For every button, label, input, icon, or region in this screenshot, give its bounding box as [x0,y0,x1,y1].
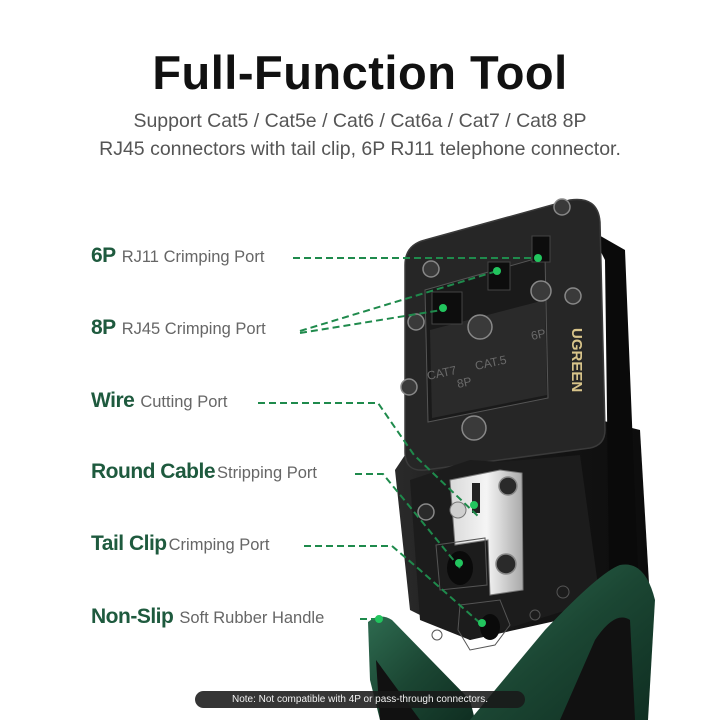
callout-key: Wire [91,389,135,412]
die-label-8p: 8P [456,374,473,391]
callout-dot [375,615,383,623]
callout-key: 8P [91,316,116,339]
callout-line-8p-a [299,270,498,332]
screw [400,378,418,396]
screw [530,280,552,302]
callout-dot [493,267,501,275]
callout-key: Non-Slip [91,605,174,628]
callout-key: Tail Clip [91,532,167,555]
callout-dot [455,559,463,567]
callout-dot [534,254,542,262]
screw [422,260,440,278]
screw [467,314,493,340]
die-label-cat5: CAT.5 [474,353,508,373]
callout-6p-rj11: 6P RJ11 Crimping Port [91,244,264,268]
callout-non-slip-handle: Non-Slip Soft Rubber Handle [91,605,324,629]
callout-desc: Cutting Port [140,393,228,411]
callout-key: 6P [91,244,116,267]
steel-blade [449,469,524,596]
callout-wire-cutting: Wire Cutting Port [91,389,227,413]
subtitle-line-1: Support Cat5 / Cat5e / Cat6 / Cat6a / Ca… [133,110,587,132]
die-label-cat7: CAT7 [426,363,458,383]
callout-round-cable-stripping: Round Cable Stripping Port [91,460,317,484]
callout-line-round-cable [355,473,461,569]
callout-tail-clip-crimping: Tail Clip Crimping Port [91,532,270,556]
callout-desc: Crimping Port [168,536,270,554]
die-label-6p: 6P [530,326,547,343]
callout-dot [478,619,486,627]
page-title: Full-Function Tool [152,46,568,99]
compatibility-note: Note: Not compatible with 4P or pass-thr… [195,691,525,708]
callout-8p-rj45: 8P RJ45 Crimping Port [91,316,266,340]
callout-key: Round Cable [91,460,216,483]
subtitle-line-2: RJ45 connectors with tail clip, 6P RJ11 … [99,138,621,160]
callout-dot [439,304,447,312]
screw [564,287,582,305]
callout-dot [470,501,478,509]
screw [553,198,571,216]
callout-line-tail-clip [304,545,481,624]
screw [461,415,487,441]
callout-desc: Soft Rubber Handle [179,609,325,627]
callout-desc: RJ11 Crimping Port [121,248,265,266]
screw [407,313,425,331]
callout-desc: Stripping Port [217,464,317,482]
tool-body [395,420,650,640]
die-head-plate [404,198,606,471]
callout-desc: RJ45 Crimping Port [121,320,266,338]
brand-logo: UGREEN [568,328,585,392]
callout-line-8p-b [299,309,443,334]
